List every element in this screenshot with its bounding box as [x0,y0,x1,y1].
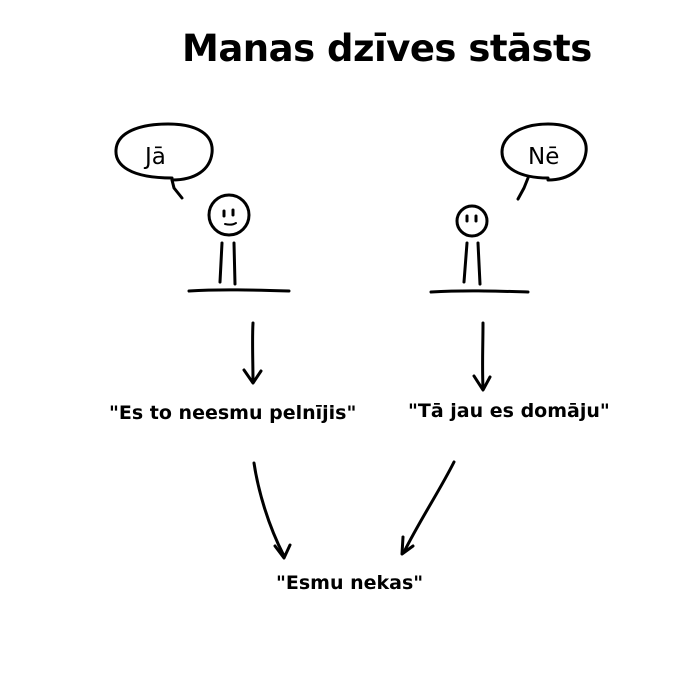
left-converging-arrow [252,461,292,560]
right-stick-figure [429,204,530,294]
left-figure-mouth [224,222,237,226]
left-bubble-text: Jā [145,144,166,170]
left-figure-head [207,193,251,237]
left-quote: "Es to neesmu pelnījis" [109,402,357,424]
right-bubble-text: Nē [528,144,560,170]
right-ground-line [429,289,530,294]
left-ground-line [187,288,291,293]
left-speech-bubble [114,122,214,200]
left-figure-leg [218,241,224,284]
left-figure-leg [232,241,237,286]
result-quote: "Esmu nekas" [276,572,424,594]
right-figure-leg [476,241,482,286]
right-figure-head [455,204,489,238]
right-speech-bubble [500,122,588,201]
left-down-arrow [242,321,263,385]
right-down-arrow [472,321,492,392]
right-quote: "Tā jau es domāju" [408,400,610,422]
left-stick-figure [187,193,291,293]
right-converging-arrow [400,460,456,556]
comic-title: Manas dzīves stāsts [182,27,592,70]
right-figure-leg [462,241,469,284]
